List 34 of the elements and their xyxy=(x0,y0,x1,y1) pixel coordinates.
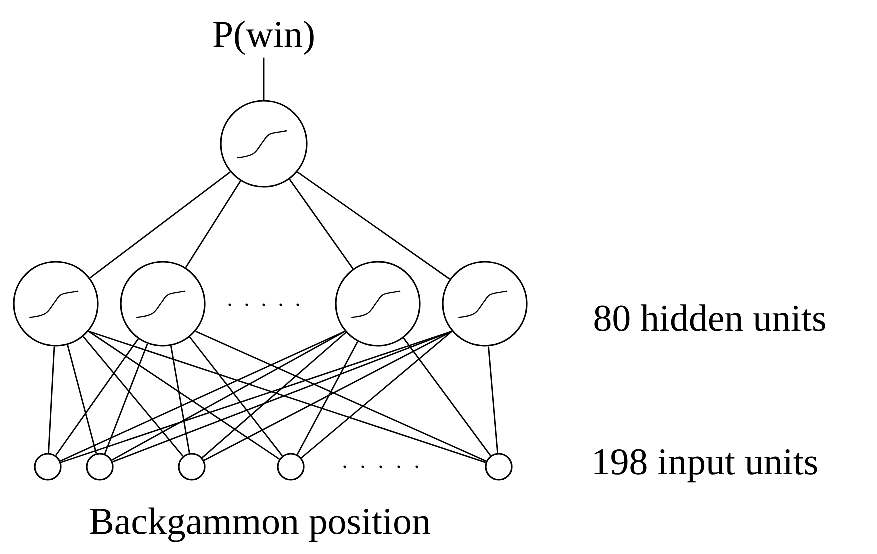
input-circle xyxy=(178,453,206,481)
output-label: P(win) xyxy=(214,20,314,56)
connection-line xyxy=(90,172,231,279)
layer-label: 198 input units xyxy=(594,449,818,483)
connection-line xyxy=(170,346,190,454)
input-caption: Backgammon position xyxy=(90,508,430,542)
neuron-circle xyxy=(335,261,421,347)
connection-line xyxy=(297,172,450,280)
input-circle xyxy=(485,453,513,481)
layer-label: 80 hidden units xyxy=(594,304,826,332)
connection-line xyxy=(48,346,56,454)
connection-line xyxy=(112,330,346,461)
connection-line xyxy=(488,346,499,454)
connection-line xyxy=(104,344,148,454)
connection-line xyxy=(296,341,359,456)
connection-line xyxy=(82,336,184,457)
neuron-circle xyxy=(220,100,308,188)
connection-line xyxy=(403,338,492,456)
input-circle xyxy=(86,453,114,481)
connection-line xyxy=(67,344,98,454)
connection-line xyxy=(185,180,242,268)
connection-line xyxy=(60,330,346,462)
connection-line xyxy=(88,330,280,460)
connection-line xyxy=(189,336,284,457)
connection-line xyxy=(263,58,265,100)
neuron-circle xyxy=(120,261,206,347)
connection-line xyxy=(289,179,354,270)
connection-line xyxy=(202,332,347,458)
connection-line xyxy=(301,330,453,459)
connection-line xyxy=(55,338,140,456)
input-circle xyxy=(277,453,305,481)
neuron-circle xyxy=(442,261,528,347)
neuron-circle xyxy=(13,261,99,347)
input-circle xyxy=(34,453,62,481)
